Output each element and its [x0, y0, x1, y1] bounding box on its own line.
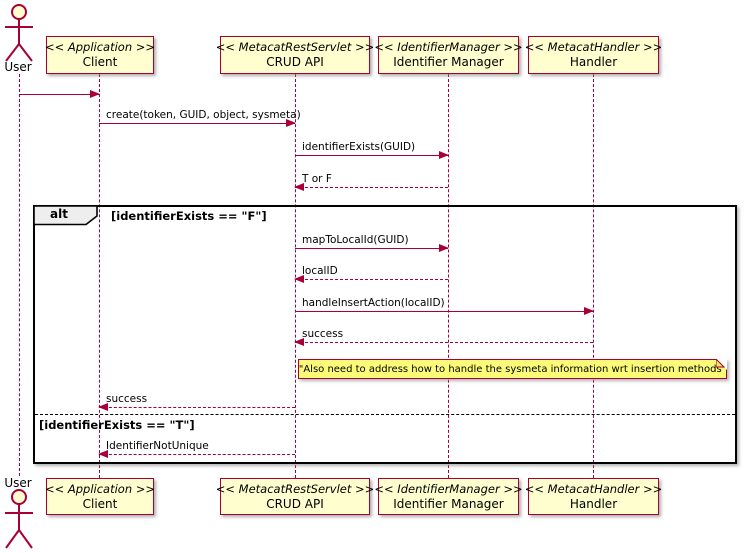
participant-stereotype: << Application >> — [44, 481, 156, 496]
message-line — [295, 279, 448, 280]
participant-stereotype: << MetacatRestServlet >> — [215, 40, 375, 54]
message-label: T or F — [302, 173, 332, 185]
actor-user-icon-bottom — [0, 487, 39, 553]
participant-stereotype: << Application >> — [44, 40, 156, 54]
message-t-or-f: T or F — [294, 173, 448, 191]
participant-stereotype: << IdentifierManager >> — [374, 40, 523, 54]
alt-section-divider — [35, 414, 735, 415]
arrowhead-icon — [286, 119, 296, 127]
participant-handler-bottom: << MetacatHandler >> Handler — [525, 478, 662, 515]
message-line — [295, 342, 593, 343]
message-local-id: localID — [294, 265, 448, 283]
participant-identifier-manager-bottom: << IdentifierManager >> Identifier Manag… — [374, 478, 523, 515]
message-label: create(token, GUID, object, sysmeta) — [106, 109, 301, 121]
participant-name: CRUD API — [266, 55, 324, 69]
actor-user-label-bottom: User — [4, 476, 32, 490]
participant-stereotype: << MetacatRestServlet >> — [215, 481, 375, 496]
participant-identifier-manager-top: << IdentifierManager >> Identifier Manag… — [374, 36, 523, 74]
arrowhead-icon — [294, 338, 304, 346]
lifeline-user — [19, 74, 20, 476]
arrowhead-icon — [98, 450, 108, 458]
lifeline-client — [99, 74, 100, 478]
message-line — [295, 248, 448, 249]
message-label: localID — [302, 265, 338, 277]
message-user-to-client — [19, 90, 100, 98]
participant-client-bottom: << Application >> Client — [44, 478, 156, 515]
alt-frame: alt [identifierExists == "F"] [identifie… — [33, 205, 737, 464]
message-identifier-not-unique: IdentifierNotUnique — [98, 440, 295, 458]
message-handle-insert-action: handleInsertAction(localID) — [295, 297, 594, 315]
lifeline-identifier-manager — [448, 74, 449, 478]
note-fold-icon — [716, 359, 727, 370]
actor-user-label: User — [4, 60, 32, 74]
alt-operator-tab — [33, 205, 98, 226]
arrowhead-icon — [90, 90, 100, 98]
participant-client-top: << Application >> Client — [44, 36, 156, 74]
participant-stereotype: << MetacatHandler >> — [524, 40, 663, 54]
message-label: IdentifierNotUnique — [106, 440, 209, 452]
message-line — [295, 311, 593, 312]
message-line — [99, 407, 295, 408]
participant-name: Handler — [569, 496, 618, 511]
arrowhead-icon — [439, 244, 449, 252]
alt-guard-true-branch: [identifierExists == "T"] — [39, 418, 195, 432]
message-map-to-local-id: mapToLocalId(GUID) — [295, 234, 449, 252]
alt-operator-label: alt — [50, 207, 68, 221]
arrowhead-icon — [439, 151, 449, 159]
participant-stereotype: << MetacatHandler >> — [524, 481, 663, 496]
participant-name: CRUD API — [266, 496, 324, 511]
message-label: success — [302, 328, 344, 340]
message-success-from-handler: success — [294, 328, 593, 346]
note-sysmeta: "Also need to address how to handle the … — [298, 359, 727, 379]
message-label: mapToLocalId(GUID) — [302, 234, 409, 246]
participant-crud-api-bottom: << MetacatRestServlet >> CRUD API — [216, 478, 374, 515]
participant-name: Handler — [569, 55, 618, 69]
note-text: "Also need to address how to handle the … — [298, 363, 727, 375]
arrowhead-icon — [584, 307, 594, 315]
participant-crud-api-top: << MetacatRestServlet >> CRUD API — [216, 36, 374, 74]
message-line — [99, 123, 295, 124]
participant-name: Client — [82, 55, 118, 69]
message-label: success — [106, 393, 148, 405]
arrowhead-icon — [294, 275, 304, 283]
alt-guard-false-branch: [identifierExists == "F"] — [111, 209, 267, 223]
message-line — [295, 155, 448, 156]
message-line — [295, 187, 448, 188]
message-label: identifierExists(GUID) — [302, 141, 416, 153]
actor-user-icon — [0, 2, 39, 68]
arrowhead-icon — [98, 403, 108, 411]
participant-name: Identifier Manager — [393, 496, 504, 511]
message-success-to-client: success — [98, 393, 295, 411]
participant-handler-top: << MetacatHandler >> Handler — [525, 36, 662, 74]
message-identifier-exists: identifierExists(GUID) — [295, 141, 449, 159]
message-line — [99, 454, 295, 455]
lifeline-handler — [593, 74, 594, 478]
participant-stereotype: << IdentifierManager >> — [374, 481, 523, 496]
arrowhead-icon — [294, 183, 304, 191]
message-label: handleInsertAction(localID) — [302, 297, 445, 309]
participant-name: Client — [82, 496, 118, 511]
message-line — [19, 94, 99, 95]
participant-name: Identifier Manager — [393, 55, 504, 69]
message-create: create(token, GUID, object, sysmeta) — [99, 109, 301, 127]
